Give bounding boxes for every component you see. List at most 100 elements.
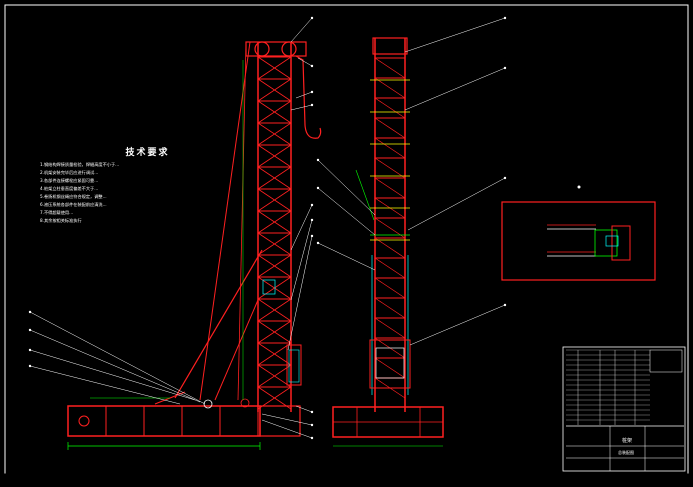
callout-dot: [310, 423, 314, 427]
sheave-left: [254, 41, 270, 57]
callout-leader: [407, 177, 506, 231]
front-mast-diagonal: [374, 297, 406, 319]
brace-2: [214, 299, 259, 401]
front-mast-diagonal: [374, 357, 406, 379]
callout-leader: [290, 219, 313, 301]
callout-leader: [317, 187, 376, 236]
front-mast-diagonal: [374, 317, 406, 339]
base-frame: [67, 405, 261, 437]
callout-dot: [310, 410, 314, 414]
title-block-label: 桩架: [622, 438, 633, 444]
note-line: 4.桩架立柱垂直度偏差不大于...: [40, 186, 99, 191]
mast-diagonal: [257, 386, 292, 410]
callout-dot: [503, 66, 507, 70]
mast-diagonal: [257, 254, 292, 278]
detail-marker: [577, 185, 581, 189]
front-mast-diagonal: [374, 97, 406, 119]
mast-diagonal: [257, 166, 292, 190]
callout-leader: [261, 413, 313, 426]
front-top-head: [372, 37, 408, 55]
front-mast-diagonal: [374, 157, 406, 179]
callout-dot: [310, 64, 314, 68]
mast-diagonal: [257, 232, 292, 256]
mast-diagonal: [257, 364, 292, 388]
callout-dot: [28, 348, 32, 352]
mast-attachment: [262, 279, 276, 295]
base-pivot-2: [240, 398, 250, 408]
callout-dot: [310, 16, 314, 20]
front-mast-diagonal: [374, 277, 406, 299]
callout-leader: [295, 405, 313, 413]
mast-diagonal: [257, 342, 292, 366]
mast-diagonal: [257, 122, 292, 146]
callout-dot: [28, 328, 32, 332]
base-frame-ext: [259, 405, 301, 437]
callout-dot: [503, 176, 507, 180]
callout-dot: [503, 303, 507, 307]
mast-diagonal: [257, 144, 292, 168]
mast-diagonal: [257, 210, 292, 234]
callout-dot: [310, 234, 314, 238]
callout-leader: [290, 104, 313, 111]
brace: [174, 249, 263, 399]
mast-diagonal: [257, 298, 292, 322]
front-mast-diagonal: [374, 137, 406, 159]
title-block-sublabel: 总装配图: [618, 450, 634, 455]
callout-dot: [316, 158, 320, 162]
frame-bottom-strip: [4, 473, 689, 483]
callout-leader: [29, 329, 201, 403]
note-line: 3.各部件连接螺栓应紧固可靠...: [40, 178, 99, 183]
front-mast-diagonal: [374, 257, 406, 279]
base-wheel: [78, 415, 90, 427]
front-mast-diagonal: [374, 177, 406, 199]
technical-requirements: 技术要求 1.钢结构焊接质量检验，焊缝高度不小于... 2.机架安装完毕后应进行…: [40, 145, 255, 225]
mast-diagonal: [257, 320, 292, 344]
front-mast-diagonal: [374, 57, 406, 79]
front-hammer: [369, 339, 411, 389]
front-mast-diagonal: [374, 77, 406, 99]
callout-leader: [297, 57, 313, 67]
callout-dot: [310, 203, 314, 207]
detail-block-inner: [605, 235, 619, 247]
callout-leader: [409, 304, 506, 346]
callout-leader: [295, 91, 313, 99]
callout-dot: [316, 241, 320, 245]
callout-leader: [404, 17, 506, 53]
sheave-right: [281, 41, 297, 57]
callout-leader: [29, 311, 206, 405]
hammer-inner: [288, 349, 300, 383]
notes-title: 技术要求: [125, 148, 170, 158]
hammer-body: [286, 344, 302, 386]
note-line: 6.液压系统各部件在装配前应清洗...: [40, 202, 107, 207]
callout-leader: [287, 235, 313, 351]
callout-dot: [28, 310, 32, 314]
back-stay-2: [237, 41, 247, 401]
mast-diagonal: [257, 276, 292, 300]
mast-diagonal: [257, 188, 292, 212]
front-hammer-inner: [375, 347, 405, 379]
parts-header: [649, 349, 683, 373]
front-leader-green: [355, 169, 375, 221]
callout-dot: [28, 364, 32, 368]
callout-dot: [310, 218, 314, 222]
base-pivot: [203, 399, 213, 409]
callout-leader: [261, 419, 313, 439]
note-line: 8.其余按相关标准执行: [40, 218, 82, 223]
note-line: 1.钢结构焊接质量检验，焊缝高度不小于...: [40, 162, 120, 167]
front-mast-diagonal: [374, 237, 406, 259]
detail-block: [594, 229, 618, 257]
callout-dot: [316, 186, 320, 190]
callout-leader: [317, 159, 376, 216]
callout-leader: [317, 242, 376, 271]
hook-cable: [295, 55, 322, 139]
detail-view-frame: [501, 201, 656, 281]
drawing-frame: [4, 4, 689, 475]
mast-diagonal: [257, 100, 292, 124]
note-line: 7.不得超载使用...: [40, 210, 74, 215]
callout-leader: [404, 67, 506, 111]
callout-leader: [290, 204, 313, 251]
callout-dot: [310, 90, 314, 94]
callout-leader: [29, 365, 181, 405]
callout-dot: [310, 103, 314, 107]
